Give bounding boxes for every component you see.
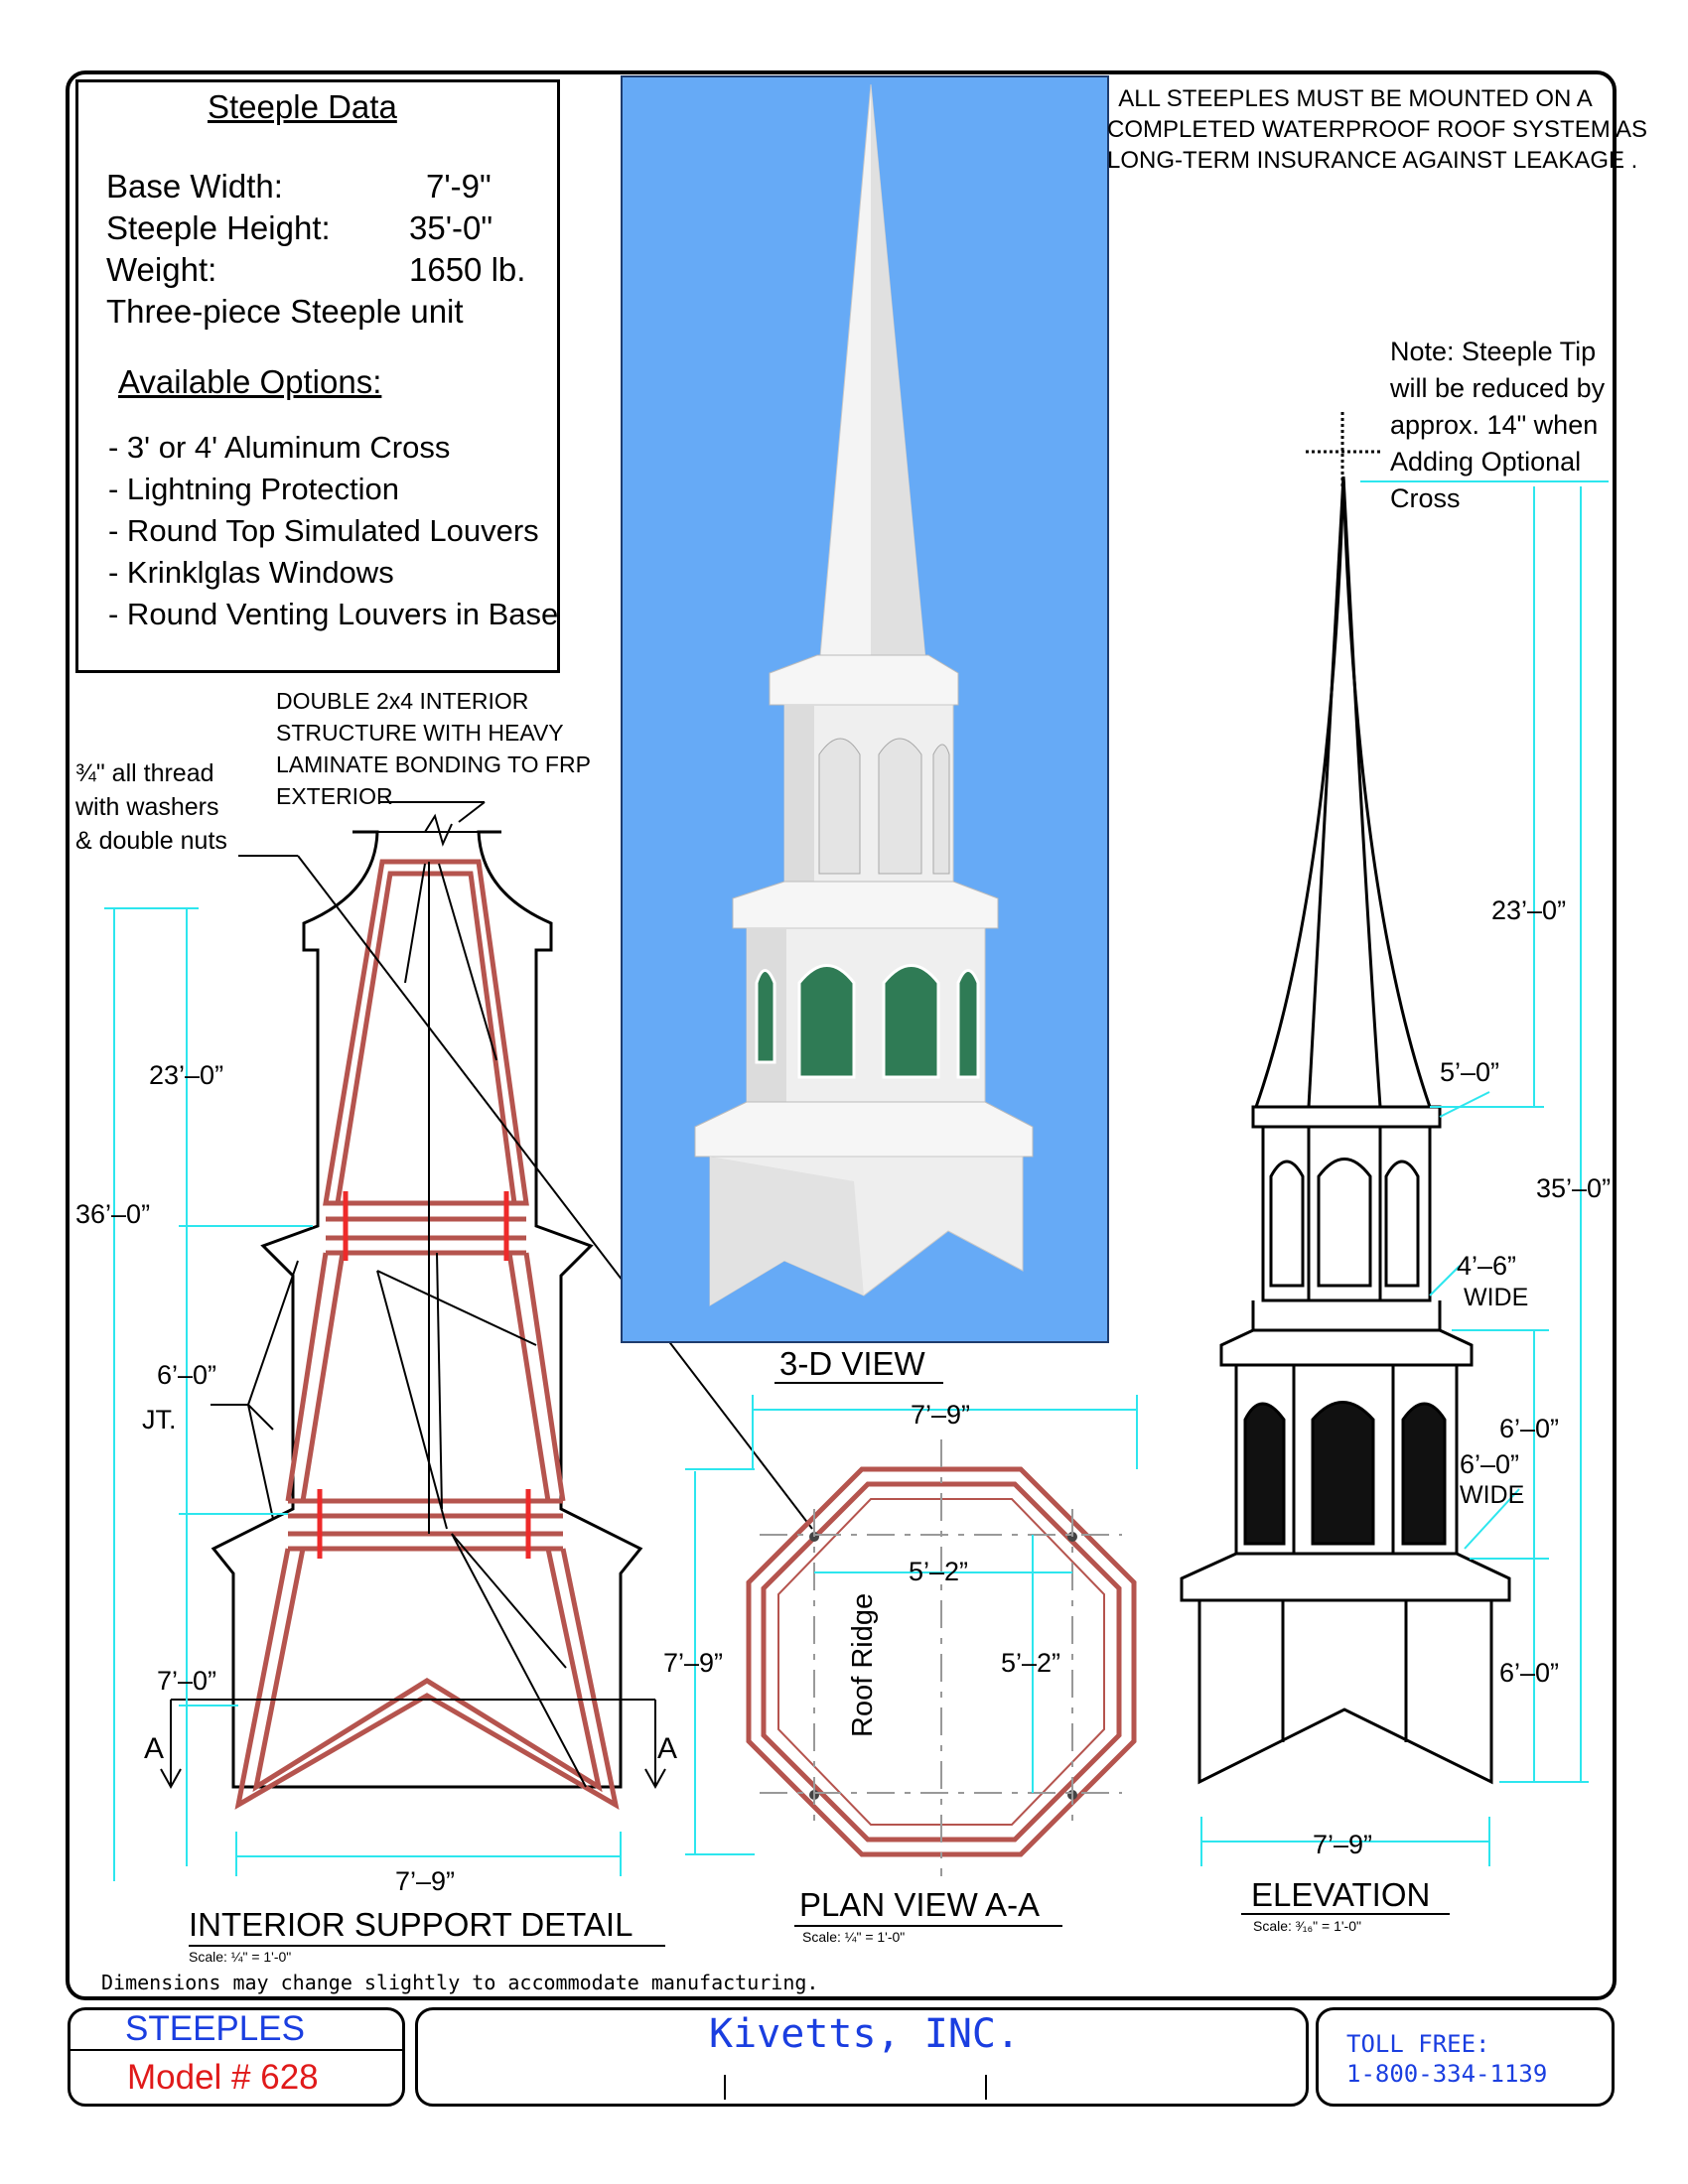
dim-interior-top: 23’–0”	[149, 1060, 224, 1090]
dim-plan-inner-width: 5’–2”	[909, 1557, 969, 1586]
elevation-dimension-lines	[1200, 480, 1609, 1866]
steeple-data-box: Steeple Data Base Width: 7'-9" Steeple H…	[75, 79, 560, 673]
toll-free-label: TOLL FREE:	[1346, 2030, 1490, 2058]
spec-label-base-width: Base Width:	[106, 168, 283, 205]
dim-elev-lantern: 6’–0”	[1499, 1414, 1560, 1443]
plan-view-drawing	[685, 1395, 1138, 1876]
thread-note-line: & double nuts	[75, 827, 227, 855]
title-block-model	[68, 2007, 405, 2107]
dim-elev-spire: 23’–0”	[1491, 895, 1567, 925]
elevation-title: ELEVATION	[1251, 1876, 1431, 1913]
dim-elev-lantern-wide: WIDE	[1460, 1481, 1525, 1509]
section-mark-right: A	[657, 1732, 678, 1765]
view-3d-title: 3-D VIEW	[779, 1345, 925, 1382]
section-mark-left: A	[144, 1732, 165, 1765]
mount-note-line: ALL STEEPLES MUST BE MOUNTED ON A	[1118, 85, 1593, 112]
option-item: - 3' or 4' Aluminum Cross	[108, 430, 451, 465]
spec-value-height: 35'-0"	[409, 209, 493, 246]
phone-number[interactable]: 1-800-334-1139	[1346, 2060, 1548, 2088]
interior-detail-title: INTERIOR SUPPORT DETAIL	[189, 1906, 633, 1943]
option-item: - Krinklglas Windows	[108, 555, 394, 590]
unit-note: Three-piece Steeple unit	[106, 293, 464, 330]
mount-note-line: LONG-TERM INSURANCE AGAINST LEAKAGE .	[1107, 147, 1638, 174]
structure-note-line: EXTERIOR	[276, 783, 393, 809]
mount-note-line: COMPLETED WATERPROOF ROOF SYSTEM AS	[1107, 116, 1648, 143]
title-block-contact	[1316, 2007, 1615, 2107]
thread-note: ¾" all thread with washers & double nuts	[75, 756, 227, 858]
spec-label-weight: Weight:	[106, 251, 217, 288]
tip-note-line: approx. 14" when	[1390, 410, 1599, 440]
dim-joint-label: JT.	[142, 1405, 177, 1434]
dim-elev-total: 35’–0”	[1536, 1173, 1612, 1203]
dim-interior-total: 36’–0”	[75, 1199, 151, 1229]
model-number: Model # 628	[127, 2058, 319, 2097]
dim-elev-base: 6’–0”	[1499, 1658, 1560, 1688]
dim-elev-base-width: 7’–9”	[1313, 1830, 1373, 1859]
dim-elev-spire-base: 5’–0”	[1440, 1057, 1500, 1087]
elevation-drawing	[1180, 412, 1511, 1785]
structure-note-line: LAMINATE BONDING TO FRP	[276, 751, 591, 777]
category-label: STEEPLES	[125, 2009, 305, 2048]
spec-value-weight: 1650 lb.	[409, 251, 526, 288]
steeple-data-title: Steeple Data	[208, 88, 397, 125]
steeple-3d-render	[621, 75, 1109, 1343]
structure-note-line: STRUCTURE WITH HEAVY	[276, 720, 564, 746]
disclaimer-text: Dimensions may change slightly to accomm…	[101, 1971, 819, 1994]
elevation-scale: Scale: ³⁄₁₆" = 1'-0"	[1253, 1918, 1361, 1934]
option-item: - Round Venting Louvers in Base	[108, 597, 559, 631]
thread-note-line: with washers	[75, 793, 219, 821]
tip-note-line: Note: Steeple Tip	[1390, 337, 1597, 366]
tip-note-line: Cross	[1390, 483, 1461, 513]
dim-elev-lantern-width: 6’–0”	[1460, 1449, 1520, 1479]
interior-detail-scale: Scale: ¼" = 1'-0"	[189, 1949, 292, 1965]
spec-value-base-width: 7'-9"	[426, 168, 492, 205]
roof-ridge-label: Roof Ridge	[847, 1592, 879, 1737]
dim-elev-belfry-width: 4’–6”	[1457, 1251, 1517, 1281]
sheet-border	[66, 70, 1617, 2000]
option-item: - Round Top Simulated Louvers	[108, 513, 539, 548]
tip-note-line: Adding Optional	[1390, 447, 1582, 477]
option-item: - Lightning Protection	[108, 472, 399, 506]
spec-label-height: Steeple Height:	[106, 209, 331, 246]
structure-note: DOUBLE 2x4 INTERIOR STRUCTURE WITH HEAVY…	[276, 685, 591, 812]
mount-note: ALL STEEPLES MUST BE MOUNTED ON A COMPLE…	[1107, 83, 1648, 176]
dim-interior-bottom: 7’–0”	[157, 1666, 217, 1696]
dim-interior-width: 7’–9”	[395, 1866, 456, 1896]
company-name: Kivetts, INC.	[709, 2011, 1021, 2057]
dim-interior-middle: 6’–0”	[157, 1360, 217, 1390]
plan-view-scale: Scale: ¼" = 1'-0"	[802, 1929, 906, 1945]
interior-outline	[211, 830, 643, 1789]
dim-plan-height: 7’–9”	[663, 1648, 724, 1678]
tip-note-line: will be reduced by	[1390, 373, 1606, 403]
options-title: Available Options:	[118, 363, 382, 400]
thread-note-line: ¾" all thread	[75, 759, 214, 787]
title-block-company	[415, 2007, 1309, 2107]
plan-view-title: PLAN VIEW A-A	[799, 1886, 1041, 1923]
structure-note-line: DOUBLE 2x4 INTERIOR	[276, 688, 529, 714]
tip-note: Note: Steeple Tip will be reduced by app…	[1390, 334, 1605, 517]
dim-plan-width: 7’–9”	[911, 1400, 971, 1430]
interior-support-drawing	[104, 801, 813, 1881]
dim-plan-inner-height: 5’–2”	[1001, 1648, 1061, 1678]
dim-elev-belfry-wide: WIDE	[1464, 1284, 1529, 1311]
